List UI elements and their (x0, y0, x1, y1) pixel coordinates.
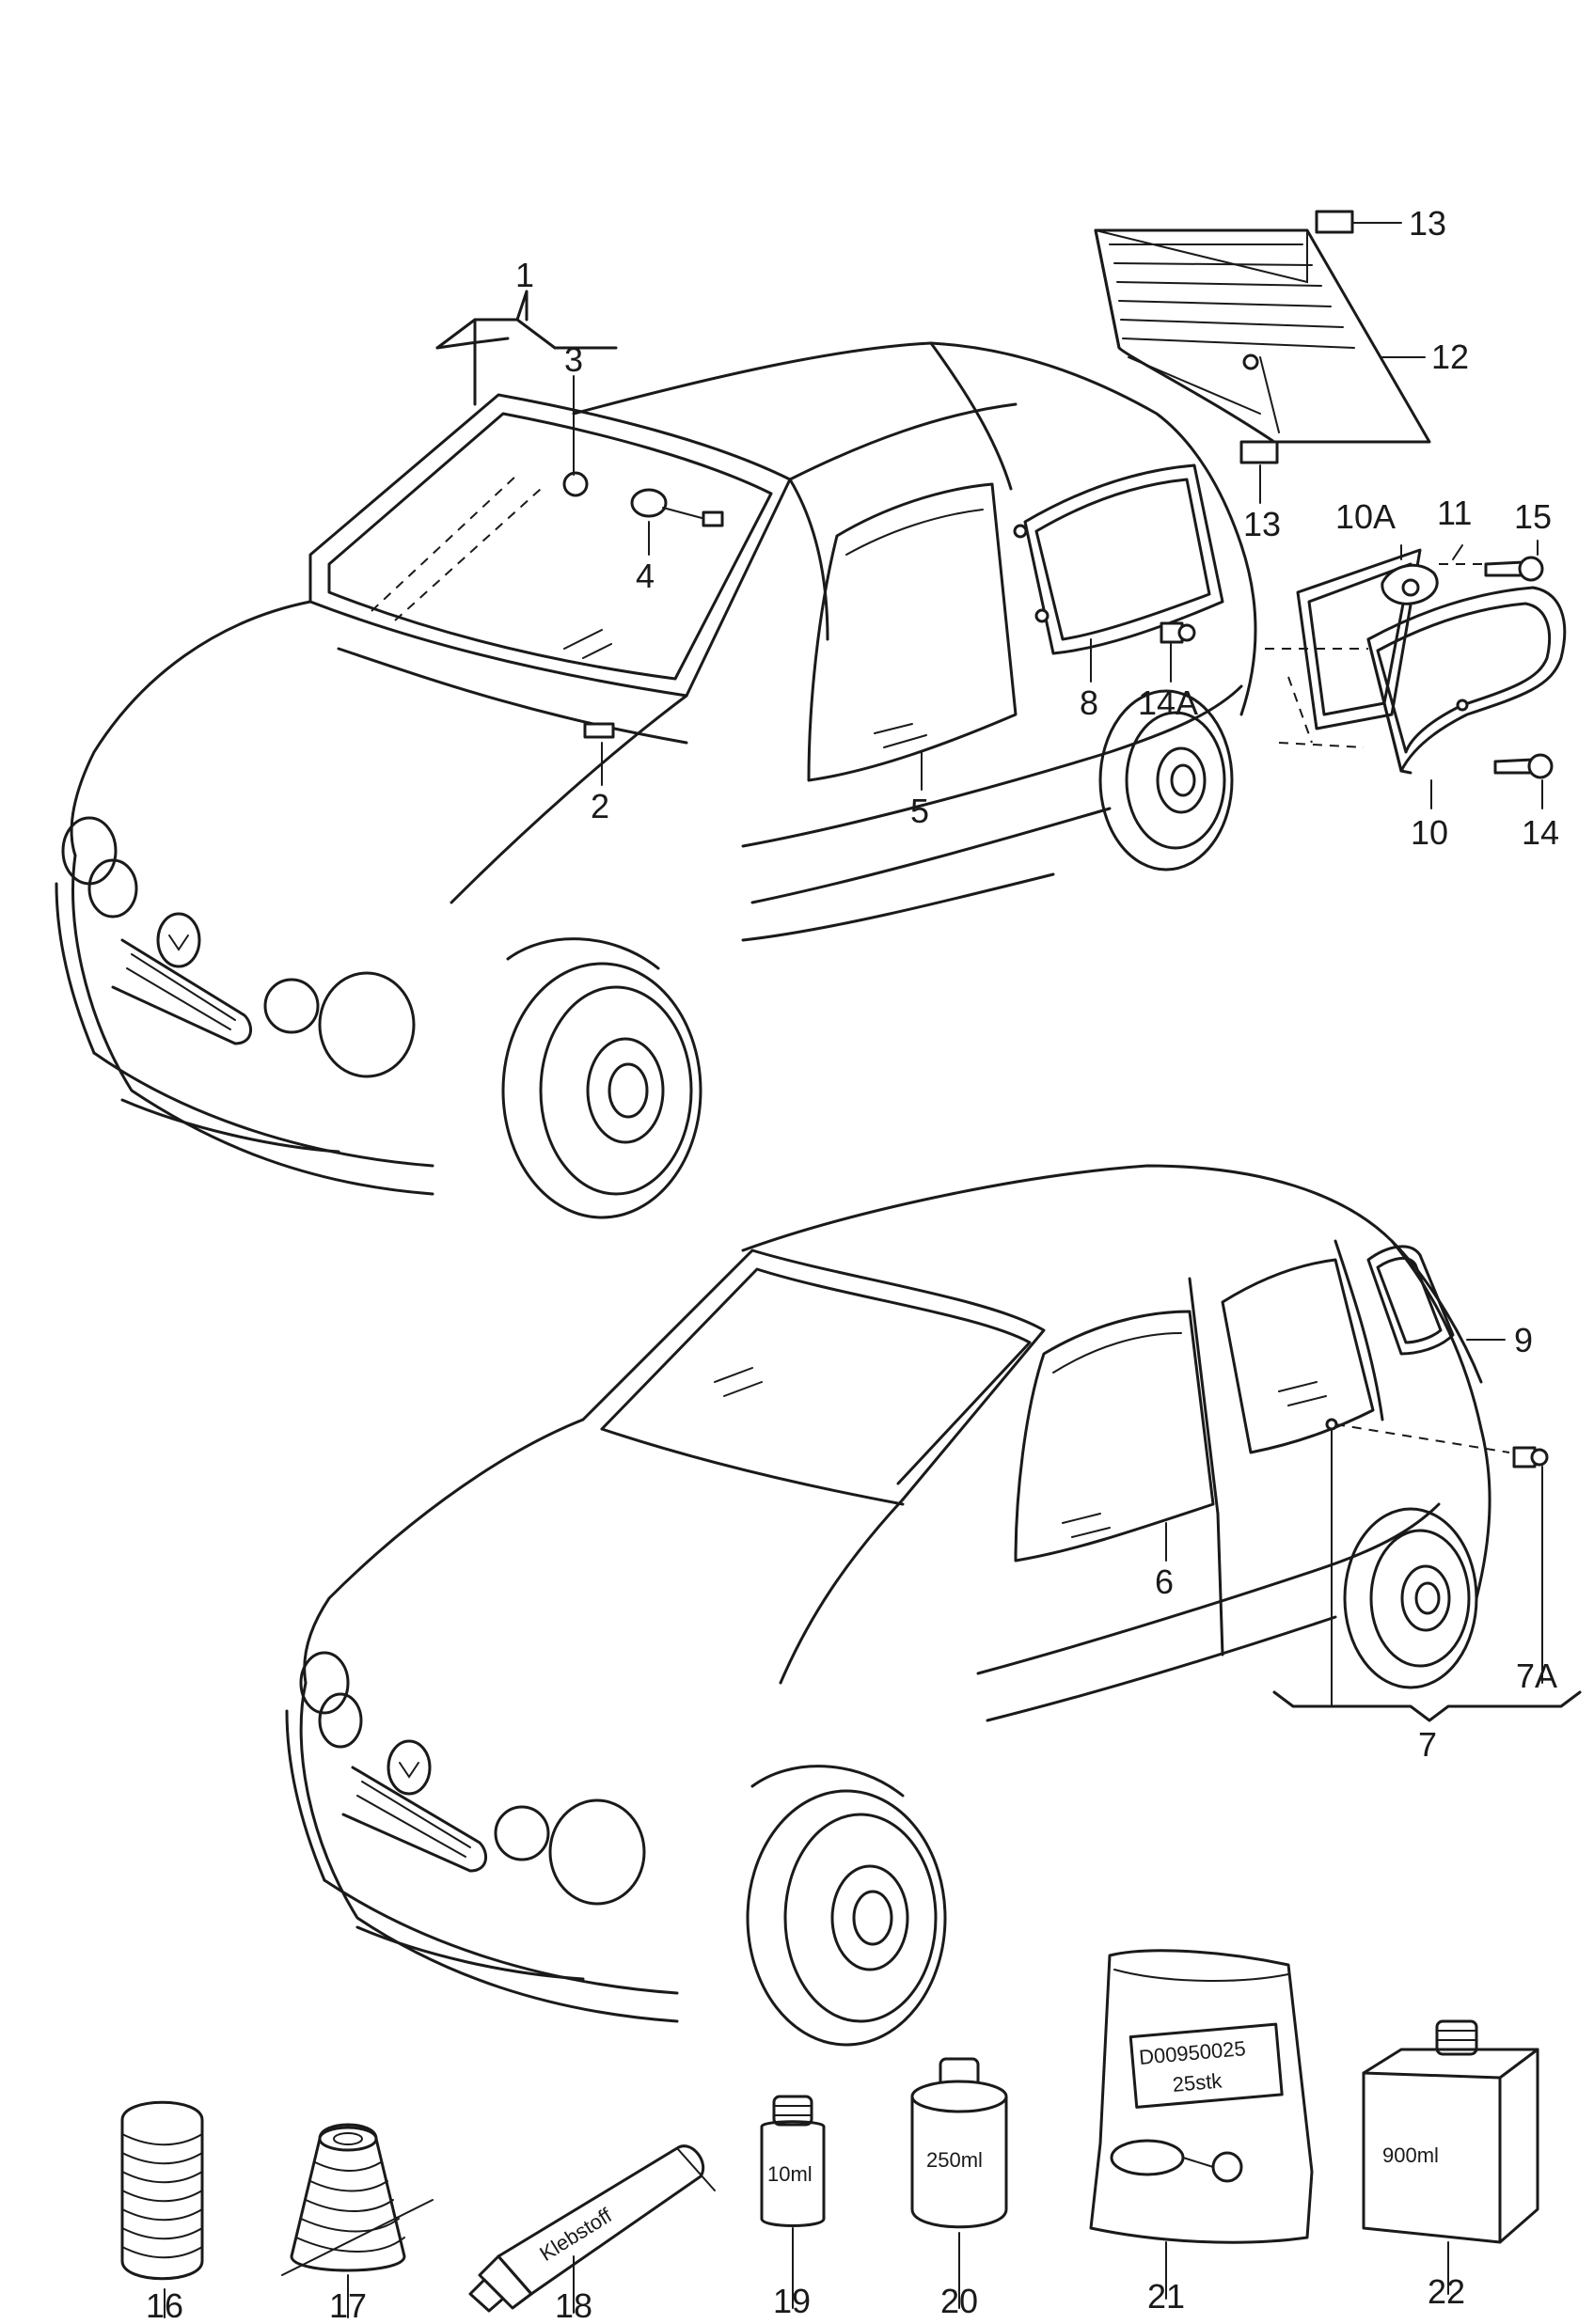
callout-1: 1 (515, 256, 534, 294)
front-wheel-5door (746, 1765, 947, 2047)
callout-14: 14 (1522, 813, 1559, 852)
side-window-assembly[interactable] (1265, 548, 1567, 779)
rear-window[interactable] (1094, 228, 1431, 444)
clip-top[interactable] (1315, 210, 1354, 234)
small-bottle[interactable]: 10ml (760, 2095, 826, 2227)
callout-16: 16 (146, 2286, 183, 2324)
callout-8: 8 (1080, 683, 1098, 722)
canister-label: 900ml (1382, 2143, 1439, 2167)
callout-13-bottom: 13 (1243, 505, 1281, 543)
seal-cone[interactable] (281, 2123, 434, 2276)
callout-4: 4 (636, 557, 655, 595)
door-window[interactable] (807, 482, 1018, 782)
callout-21: 21 (1147, 2277, 1185, 2316)
parts-bag[interactable]: D00950025 25stk (1089, 1949, 1314, 2244)
callout-18: 18 (555, 2286, 592, 2324)
callout-9: 9 (1514, 1321, 1533, 1359)
fluid-canister[interactable]: 900ml (1362, 2019, 1539, 2244)
callout-11: 11 (1437, 494, 1472, 532)
tube-label: Klebstoff (535, 2203, 616, 2266)
callout-10a: 10A (1335, 497, 1396, 536)
callout-14a: 14A (1138, 683, 1198, 722)
seal-coil[interactable] (120, 2100, 204, 2281)
mirror-base[interactable] (562, 471, 589, 497)
fastener-7a[interactable] (1512, 1446, 1549, 1468)
can-label: 250ml (926, 2148, 983, 2172)
front-wheel (501, 937, 702, 1219)
car-5door (285, 1164, 1549, 2047)
callout-10: 10 (1411, 813, 1448, 852)
spacer-14a[interactable] (1160, 621, 1196, 644)
rear-quarter-window[interactable] (1013, 463, 1224, 655)
window-hinge[interactable] (1381, 563, 1439, 605)
small-bottle-label: 10ml (767, 2162, 813, 2186)
screw-15[interactable] (1484, 556, 1544, 582)
callout-2: 2 (591, 787, 609, 825)
callout-12: 12 (1431, 338, 1469, 376)
callout-13-top: 13 (1409, 204, 1446, 243)
bag-label-2: 25stk (1172, 2068, 1224, 2096)
windscreen[interactable] (308, 393, 792, 698)
callout-22: 22 (1428, 2272, 1465, 2311)
callout-6: 6 (1155, 1562, 1174, 1601)
paint-can[interactable]: 250ml (910, 2057, 1008, 2229)
screw-14[interactable] (1493, 753, 1554, 779)
callout-19: 19 (773, 2282, 811, 2320)
callout-20: 20 (940, 2282, 978, 2320)
rain-sensor[interactable] (630, 488, 724, 527)
callout-7: 7 (1418, 1725, 1437, 1764)
callout-7a: 7A (1516, 1657, 1557, 1695)
rear-wheel (1098, 689, 1234, 872)
callout-5: 5 (910, 792, 929, 830)
rear-wheel-5door (1343, 1507, 1478, 1689)
callout-17: 17 (329, 2286, 367, 2324)
front-door-window[interactable] (1014, 1310, 1215, 1562)
callout-15: 15 (1514, 497, 1552, 536)
washer-jet[interactable] (583, 722, 615, 739)
car-3door (55, 341, 1257, 1219)
callout-3: 3 (564, 340, 583, 379)
clip-bottom[interactable] (1239, 440, 1279, 464)
